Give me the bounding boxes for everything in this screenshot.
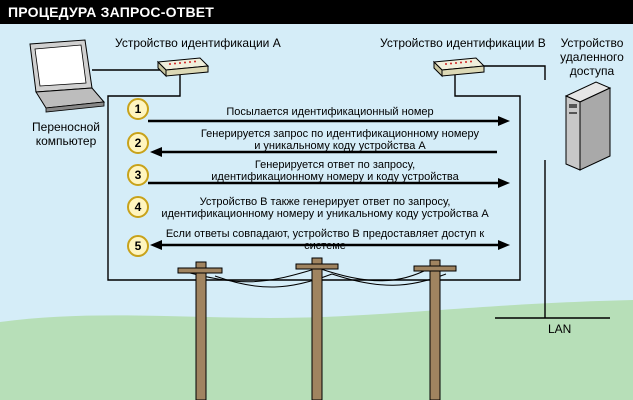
step-4-badge: 4 — [127, 196, 149, 218]
device-a-label: Устройство идентификации А — [115, 36, 281, 50]
device-b-label: Устройство идентификации В — [380, 36, 546, 50]
server-icon — [564, 81, 612, 171]
page-title: ПРОЦЕДУРА ЗАПРОС-ОТВЕТ — [0, 0, 633, 24]
device-b-icon — [432, 57, 486, 78]
utility-poles — [177, 257, 457, 400]
step-4-text: Устройство В также генерирует ответ по з… — [161, 196, 489, 220]
remote-device-label: Устройство удаленного доступа — [560, 36, 624, 78]
step-3-badge: 3 — [127, 164, 149, 186]
connection-lines — [92, 65, 610, 319]
step-5-text: Если ответы совпадают, устройство В пред… — [165, 228, 485, 252]
step-1-text: Посылается идентификационный номер — [226, 106, 434, 118]
step-1-badge: 1 — [127, 98, 149, 120]
step-2-text: Генерируется запрос по идентификационном… — [200, 128, 480, 152]
lan-label: LAN — [548, 322, 572, 336]
step-3-text: Генерируется ответ по запросу, идентифик… — [211, 159, 459, 183]
step-2-badge: 2 — [127, 132, 149, 154]
device-a-icon — [156, 57, 210, 78]
laptop-label: Переносной компьютер — [32, 120, 100, 148]
step-5-badge: 5 — [127, 235, 149, 257]
laptop-icon — [29, 39, 106, 113]
